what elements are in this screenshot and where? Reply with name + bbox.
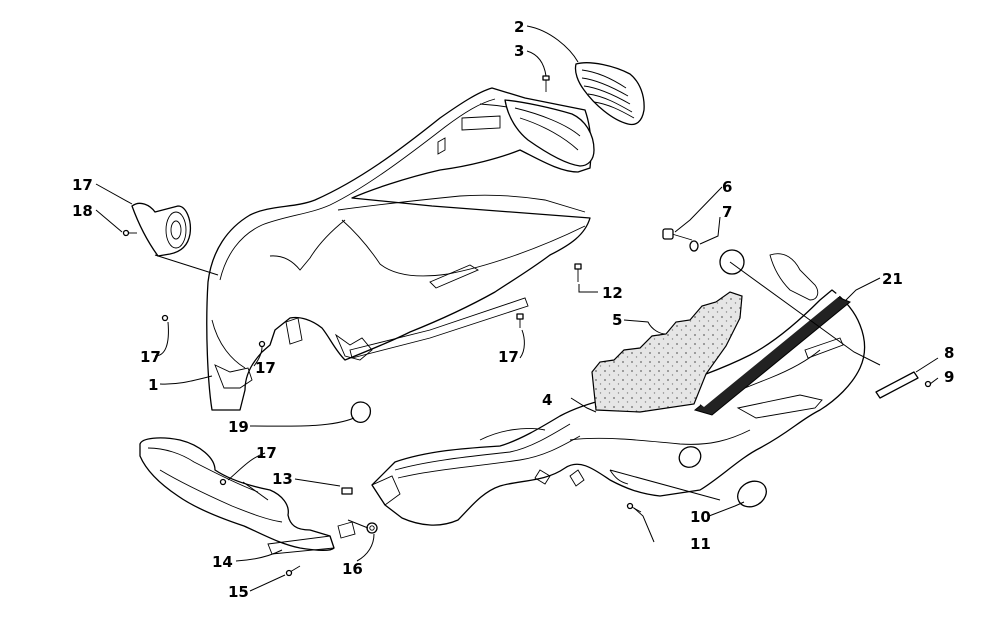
washer-7	[689, 240, 745, 275]
callout-15: 15	[228, 583, 249, 601]
screw-3	[542, 75, 550, 92]
callout-10: 10	[690, 508, 711, 526]
callout-21: 21	[882, 270, 903, 288]
fastener-12	[574, 263, 582, 282]
upper-belly-pan	[206, 87, 592, 411]
callout-1: 1	[148, 376, 158, 394]
callout-2: 2	[514, 18, 524, 36]
callout-3: 3	[514, 42, 524, 60]
nut-16	[337, 521, 378, 539]
vent-grille	[574, 62, 645, 126]
callout-18: 19	[228, 418, 249, 436]
plate-8	[875, 371, 919, 399]
screw-17-b	[258, 340, 266, 348]
cap-10	[678, 446, 767, 508]
callout-14: 14	[212, 553, 233, 571]
screw-15	[285, 565, 301, 577]
insulation-pad-5	[591, 291, 743, 413]
callout-16: 16	[342, 560, 363, 578]
screw-9	[924, 380, 932, 388]
rivet-13	[341, 487, 353, 495]
callout-17-c: 17	[498, 348, 519, 366]
screw-20	[122, 229, 137, 237]
trim-strip-21	[693, 292, 851, 416]
screw-17-c	[516, 313, 524, 328]
callout-labels: 2 3 17 18 6 7 21 12 5 17 17 1 17 8 9 4 1…	[72, 18, 954, 601]
callout-17-d: 17	[256, 444, 277, 462]
callout-11: 11	[690, 535, 711, 553]
screw-17-a	[161, 314, 169, 322]
bolt-6	[662, 228, 693, 241]
callout-12: 12	[602, 284, 623, 302]
screw-17-d	[219, 478, 227, 486]
callout-17-a: 17	[140, 348, 161, 366]
boot-19	[131, 202, 192, 257]
callout-13: 13	[272, 470, 293, 488]
bumper-14	[139, 437, 335, 555]
callout-8: 8	[944, 344, 954, 362]
screw-11	[626, 502, 642, 513]
leader-lines	[95, 25, 939, 592]
callout-7: 7	[722, 203, 732, 221]
callout-4: 4	[542, 391, 552, 409]
air-duct	[504, 99, 595, 167]
callout-19: 17	[72, 176, 93, 194]
callout-20: 18	[72, 202, 93, 220]
callout-5: 5	[612, 311, 622, 329]
callout-6: 6	[722, 178, 732, 196]
callout-9: 9	[944, 368, 954, 386]
clip-18	[350, 401, 372, 423]
callout-17-b: 17	[255, 359, 276, 377]
